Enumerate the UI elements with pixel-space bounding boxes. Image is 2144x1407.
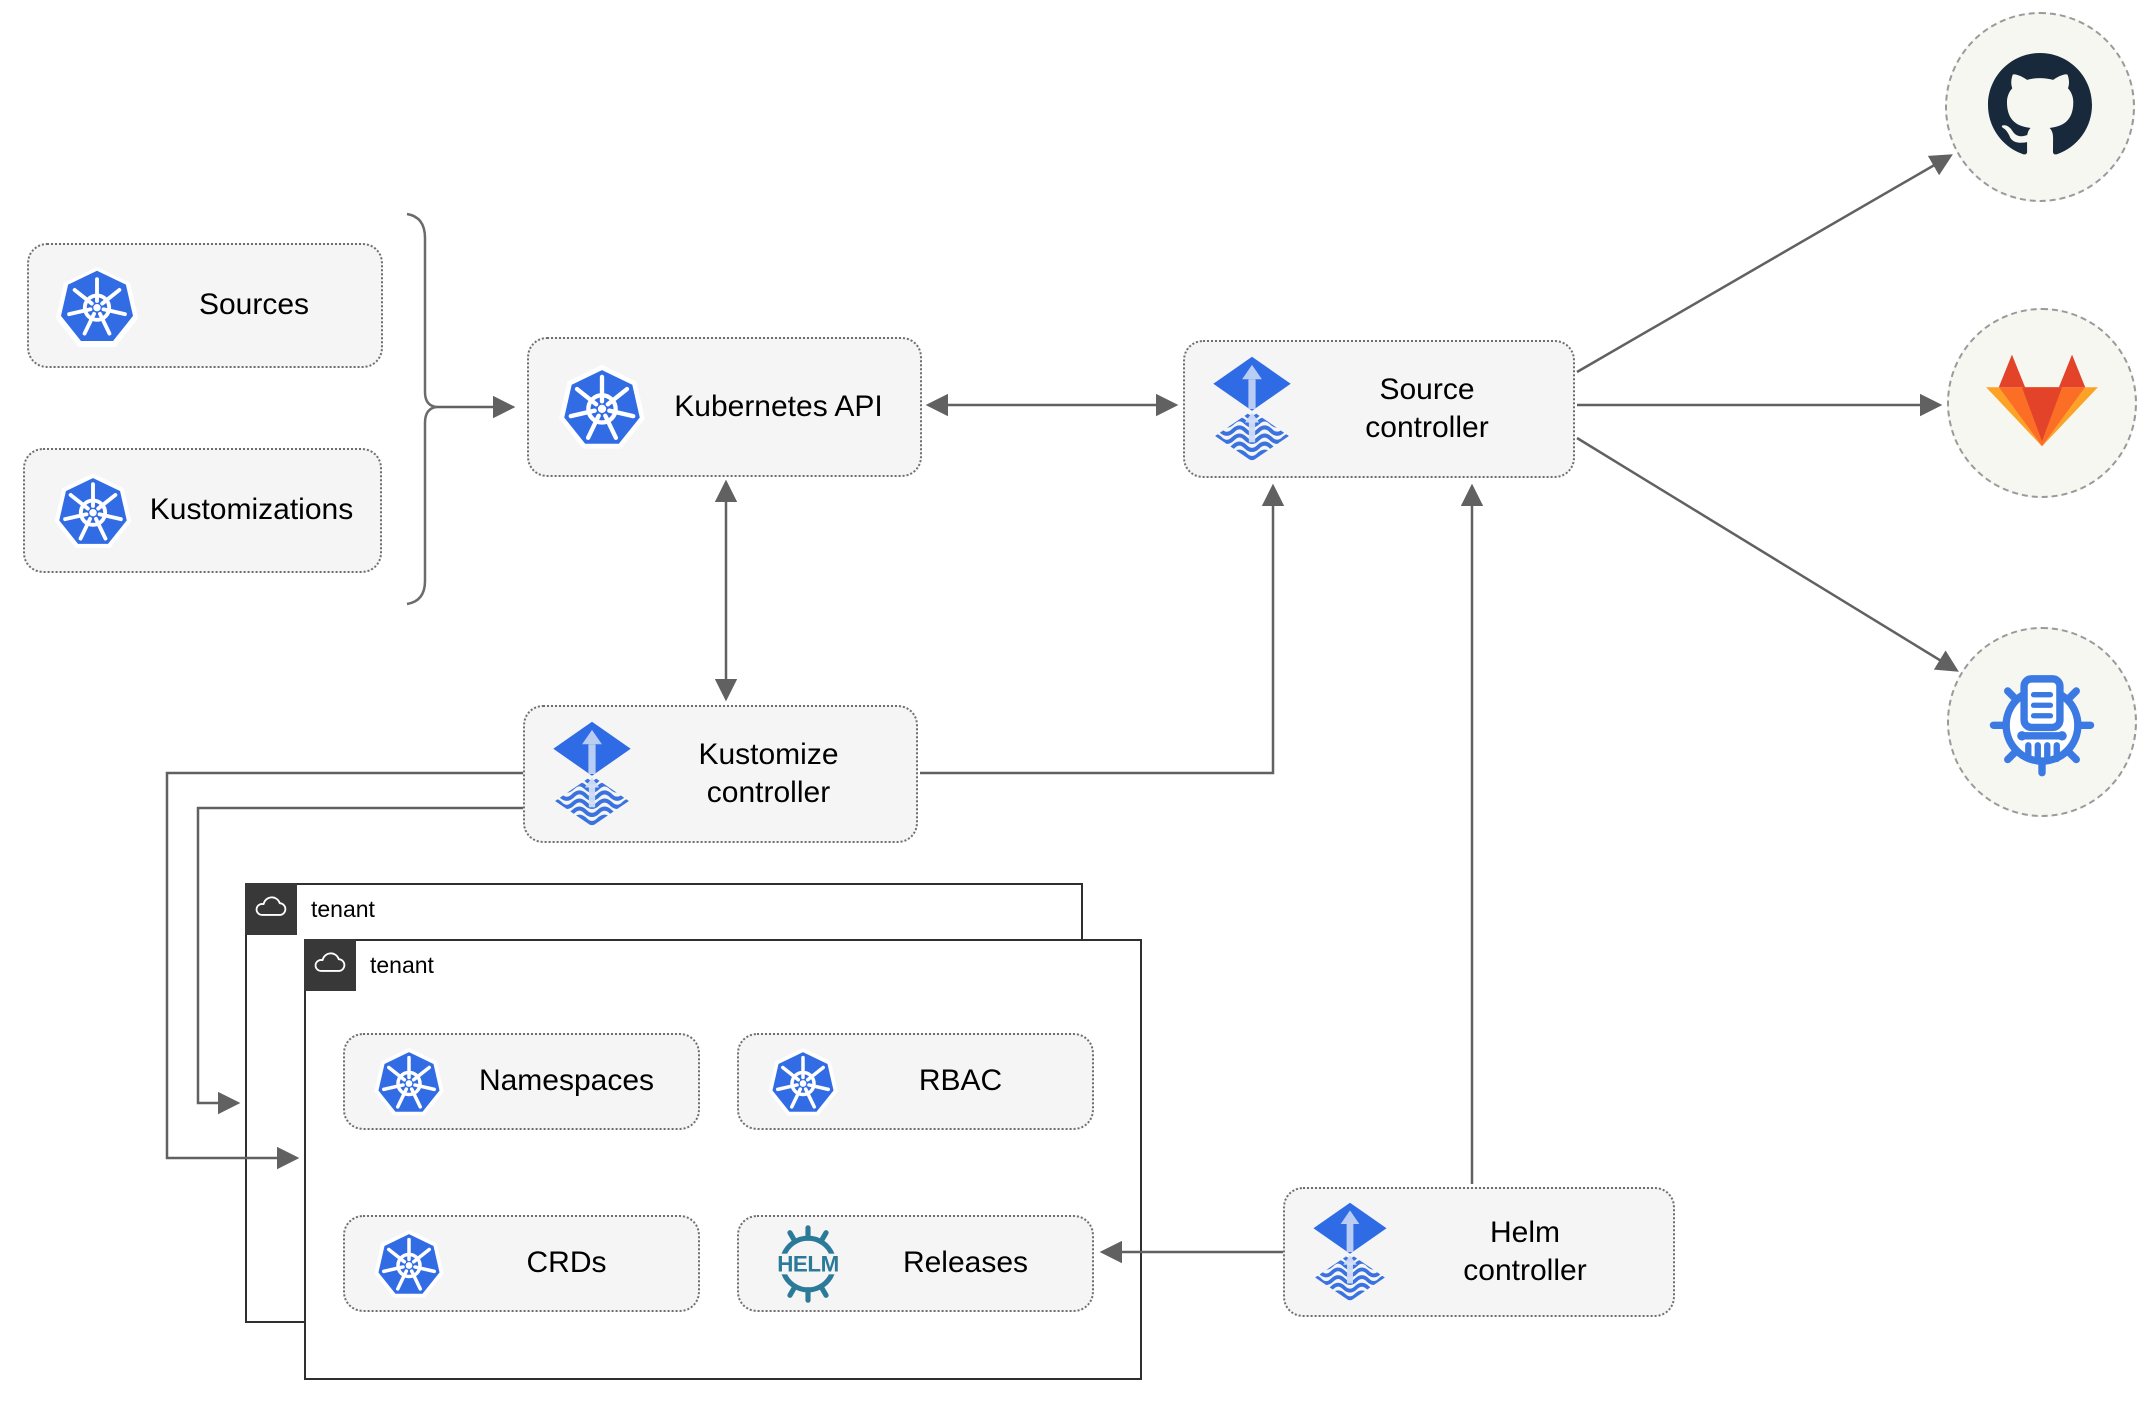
cloud-icon [312,950,348,981]
helm-wordmark: HELM [777,1251,839,1276]
node-label: Source controller [1365,372,1489,444]
container-registry-icon [1984,662,2100,783]
node-kustomizations: Kustomizations [23,448,382,573]
node-label: Kubernetes API [674,389,883,423]
kubernetes-icon [555,360,649,454]
kubernetes-icon [371,1044,447,1120]
flux-icon [551,720,633,828]
node-helm-controller: Helm controller [1283,1187,1675,1317]
node-rbac: RBAC [737,1033,1094,1130]
flux-icon [1211,355,1293,463]
edge-source-to-github [1576,154,1953,374]
kubernetes-icon [55,264,139,348]
node-crds: CRDs [343,1215,700,1312]
remote-github [1945,12,2135,202]
tenant-label: tenant [311,895,375,922]
tenant-badge [304,939,356,991]
node-source-controller: Source controller [1183,340,1575,478]
node-label: RBAC [918,1064,1003,1098]
flux-icon [1311,1201,1389,1303]
kubernetes-icon [371,1226,447,1302]
node-label: Sources [198,288,310,322]
github-icon [1988,52,2092,162]
cloud-icon [253,894,289,925]
node-label: Namespaces [478,1064,655,1098]
node-namespaces: Namespaces [343,1033,700,1130]
brace-sources-group [406,212,438,606]
node-label: Helm controller [1463,1215,1587,1287]
tenant-inner-box: tenant [304,939,1142,1380]
remote-gitlab [1947,308,2137,498]
kubernetes-icon [765,1044,841,1120]
node-label: Releases [902,1246,1029,1280]
tenant-label: tenant [370,951,434,978]
node-label: Kustomizations [149,493,354,527]
remote-container-registry [1947,627,2137,817]
gitlab-icon [1984,351,2100,456]
node-releases: HELM Releases [737,1215,1094,1312]
edge-source-to-container-registry [1576,436,1959,672]
node-sources: Sources [27,243,383,368]
node-kustomize-controller: Kustomize controller [523,705,918,843]
tenant-badge [245,883,297,935]
helm-icon: HELM [765,1221,851,1307]
node-label: Kustomize controller [698,737,839,809]
node-kubernetes-api: Kubernetes API [527,337,922,477]
edge-kustomize-to-source-controller [920,483,1285,775]
node-label: CRDs [526,1246,607,1280]
kubernetes-icon [51,469,135,553]
